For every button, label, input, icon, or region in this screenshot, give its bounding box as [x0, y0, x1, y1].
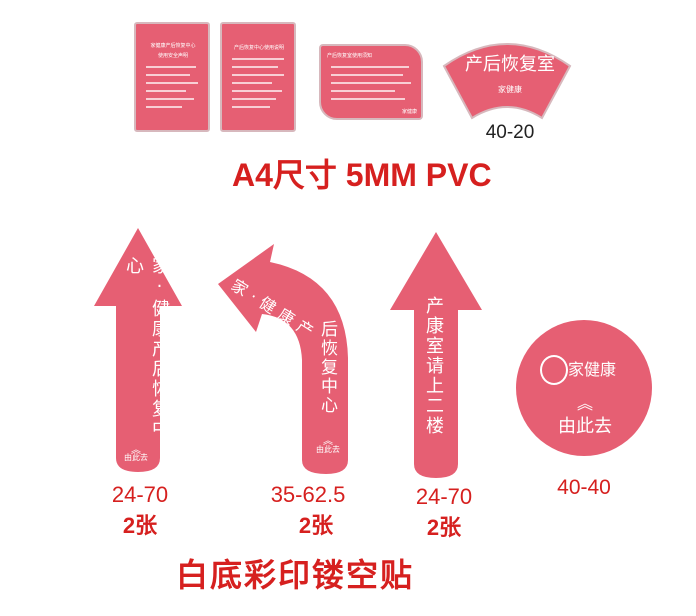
fan-size-label: 40-20 — [485, 122, 535, 143]
arrow-2-chevron-icon: ︽ — [323, 436, 333, 447]
sign-1-subtitle: 使用安全声明 — [157, 53, 188, 59]
arrow-3-qty: 2张 — [426, 515, 462, 540]
arrow-sign-2 — [218, 244, 348, 474]
arrow-1-text: 家·健康产后恢复中心 — [123, 256, 170, 439]
arrow-2-small: 由此去 — [316, 445, 340, 454]
arrow-3-text: 产康室请上二楼 — [423, 296, 444, 436]
arrow-3-size: 24-70 — [415, 484, 473, 509]
fan-sign-logo: 家健康 — [498, 85, 522, 94]
circle-logo: 家健康 — [568, 360, 617, 379]
fan-sign-text: 产后恢复室 — [465, 54, 555, 75]
footer-caption: 白底彩印镂空贴 — [176, 557, 415, 593]
a4-sign-1: 家健康产后恢复中心 使用安全声明 — [134, 22, 210, 132]
sign-1-title: 家健康产后恢复中心 — [150, 43, 196, 49]
page-title: A4尺寸 5MM PVC — [232, 157, 492, 193]
arrow-1-qty: 2张 — [122, 513, 158, 538]
circle-subtext: 由此去 — [558, 416, 612, 437]
arrow-sign-3 — [390, 232, 482, 478]
a4-sign-2: 产后恢复中心使用说明 — [220, 22, 296, 132]
fan-sign — [442, 43, 572, 120]
circle-sign — [516, 320, 652, 456]
arrow-sign-1 — [94, 228, 182, 472]
circle-emblem-icon — [540, 355, 568, 385]
arrow-2-qty: 2张 — [298, 513, 334, 538]
arrow-1-small: 由此去 — [124, 453, 148, 462]
arrow-1-chevron-icon: ︽ — [131, 445, 141, 456]
circle-size: 40-40 — [557, 476, 611, 499]
arrow-1-size: 24-70 — [111, 482, 169, 507]
sign-3-logo: 家健康 — [401, 109, 417, 115]
arrow-2-vertical-text: 后恢复中心 — [317, 320, 337, 415]
a4-sign-3: 产后恢复室使用须知 家健康 — [319, 44, 423, 120]
sign-2-title: 产后恢复中心使用说明 — [233, 45, 284, 51]
circle-chevron-icon: ︽ — [576, 394, 593, 413]
arrow-2-size: 35-62.5 — [270, 482, 346, 507]
sign-3-title: 产后恢复室使用须知 — [327, 53, 373, 59]
